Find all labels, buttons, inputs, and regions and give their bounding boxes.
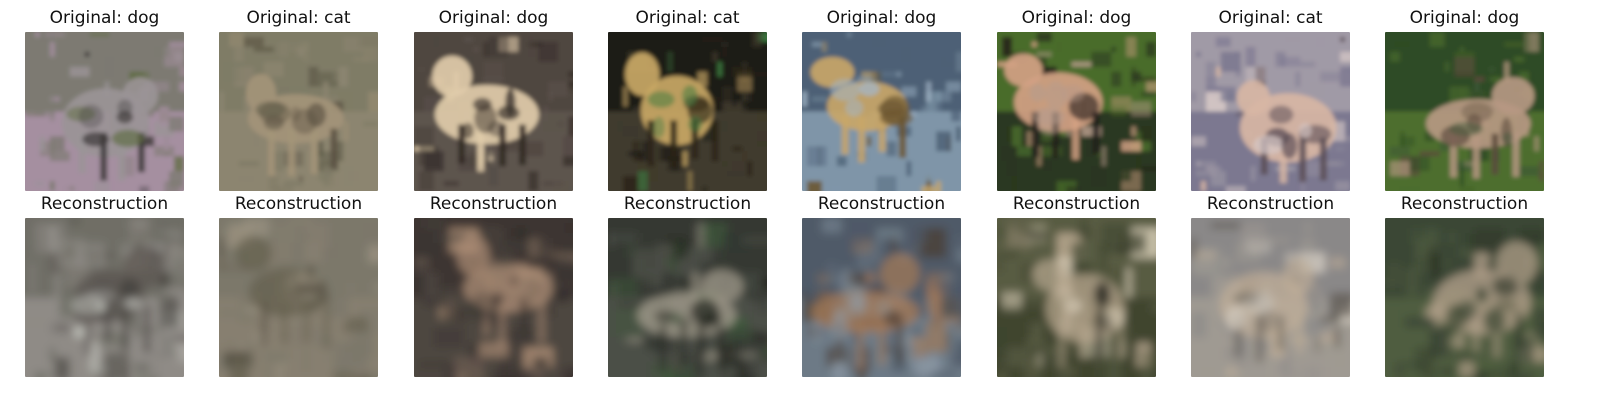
panel-title: Original: cat bbox=[635, 8, 740, 28]
panel-image bbox=[802, 218, 961, 377]
panel-image bbox=[25, 218, 184, 377]
pixel-image bbox=[1191, 218, 1350, 377]
pixel-image bbox=[1385, 32, 1544, 191]
panel-image bbox=[219, 32, 378, 191]
panel-image bbox=[414, 32, 573, 191]
panel-title: Original: dog bbox=[1021, 8, 1132, 28]
panel-title: Reconstruction bbox=[1400, 194, 1529, 214]
panel-title: Original: dog bbox=[1409, 8, 1520, 28]
panel-title: Reconstruction bbox=[1012, 194, 1141, 214]
panel-title: Reconstruction bbox=[40, 194, 169, 214]
pixel-image bbox=[608, 218, 767, 377]
panel-image bbox=[414, 218, 573, 377]
pixel-image bbox=[802, 32, 961, 191]
panel-title: Original: cat bbox=[1218, 8, 1323, 28]
panel-title: Reconstruction bbox=[817, 194, 946, 214]
panel-image bbox=[608, 218, 767, 377]
pixel-image bbox=[997, 218, 1156, 377]
pixel-image bbox=[219, 32, 378, 191]
panel-image bbox=[219, 218, 378, 377]
pixel-image bbox=[802, 218, 961, 377]
pixel-image bbox=[997, 32, 1156, 191]
pixel-image bbox=[608, 32, 767, 191]
panel-image bbox=[1385, 218, 1544, 377]
panel-image bbox=[25, 32, 184, 191]
panel-title: Original: dog bbox=[49, 8, 160, 28]
panel-title: Original: dog bbox=[826, 8, 937, 28]
pixel-image bbox=[414, 218, 573, 377]
panel-image bbox=[1191, 32, 1350, 191]
panel-title: Reconstruction bbox=[234, 194, 363, 214]
panel-image bbox=[997, 32, 1156, 191]
panel-image bbox=[802, 32, 961, 191]
panel-title: Reconstruction bbox=[623, 194, 752, 214]
panel-title: Original: dog bbox=[438, 8, 549, 28]
pixel-image bbox=[219, 218, 378, 377]
panel-image bbox=[1191, 218, 1350, 377]
panel-title: Original: cat bbox=[246, 8, 351, 28]
panel-title: Reconstruction bbox=[1206, 194, 1335, 214]
pixel-image bbox=[1385, 218, 1544, 377]
pixel-image bbox=[1191, 32, 1350, 191]
pixel-image bbox=[25, 218, 184, 377]
panel-image bbox=[1385, 32, 1544, 191]
panel-title: Reconstruction bbox=[429, 194, 558, 214]
pixel-image bbox=[25, 32, 184, 191]
panel-image bbox=[997, 218, 1156, 377]
panel-image bbox=[608, 32, 767, 191]
pixel-image bbox=[414, 32, 573, 191]
